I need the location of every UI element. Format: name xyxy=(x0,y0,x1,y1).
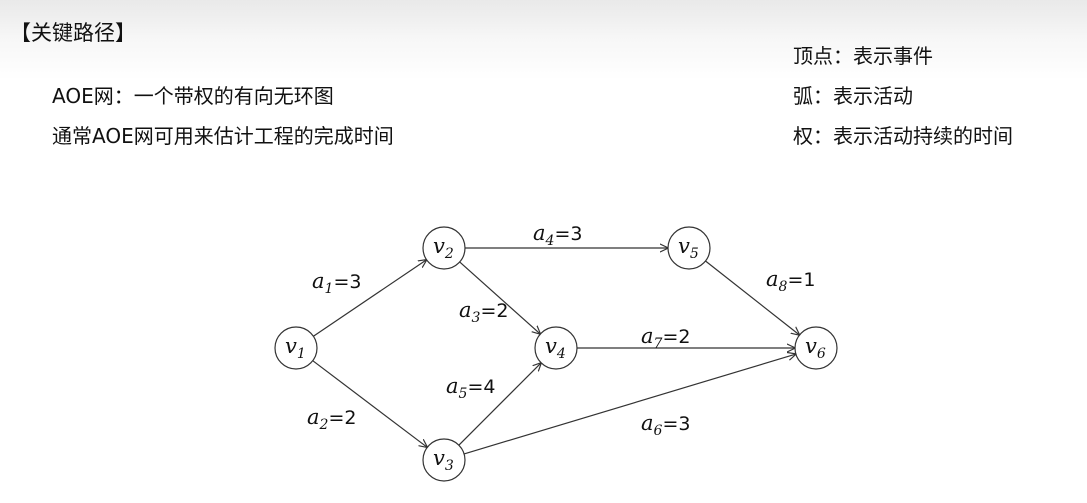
edge-label-a2: a2=2 xyxy=(307,405,356,433)
weight-meaning: 权：表示活动持续的时间 xyxy=(793,124,1013,148)
edge-label-a5: a5=4 xyxy=(446,374,495,402)
node-v5: v5 xyxy=(667,226,711,270)
node-v3: v3 xyxy=(422,438,466,482)
node-circle xyxy=(667,226,711,270)
edge-a8 xyxy=(705,260,799,335)
edge-label-a1: a1=3 xyxy=(312,269,361,297)
node-v4: v4 xyxy=(534,326,578,370)
node-v2: v2 xyxy=(422,226,466,270)
page-title: 【关键路径】 xyxy=(10,21,136,45)
edge-a1 xyxy=(313,260,426,337)
node-label-v6: v6 xyxy=(805,334,826,362)
node-circle xyxy=(422,226,466,270)
node-circle xyxy=(422,438,466,482)
node-circle xyxy=(534,326,578,370)
edge-label-a4: a4=3 xyxy=(533,221,582,249)
node-v1: v1 xyxy=(274,326,318,370)
edge-a6 xyxy=(463,354,796,455)
edge-a5 xyxy=(458,363,541,446)
node-circle xyxy=(794,326,838,370)
edge-a3 xyxy=(459,261,541,334)
node-label-v2: v2 xyxy=(433,234,454,262)
vertex-meaning: 顶点：表示事件 xyxy=(793,44,933,68)
node-label-v5: v5 xyxy=(678,234,699,262)
aoe-usage: 通常AOE网可用来估计工程的完成时间 xyxy=(52,124,394,148)
node-label-v4: v4 xyxy=(545,334,566,362)
node-label-v1: v1 xyxy=(285,334,306,362)
node-circle xyxy=(274,326,318,370)
edge-label-a6: a6=3 xyxy=(641,411,690,439)
edge-label-a7: a7=2 xyxy=(641,324,690,352)
edge-label-a8: a8=1 xyxy=(766,267,815,295)
edge-label-a3: a3=2 xyxy=(459,298,508,326)
aoe-definition: AOE网：一个带权的有向无环图 xyxy=(52,84,334,108)
edge-a2 xyxy=(312,360,428,448)
arc-meaning: 弧：表示活动 xyxy=(793,84,913,108)
node-v6: v6 xyxy=(794,326,838,370)
node-label-v3: v3 xyxy=(433,446,454,474)
